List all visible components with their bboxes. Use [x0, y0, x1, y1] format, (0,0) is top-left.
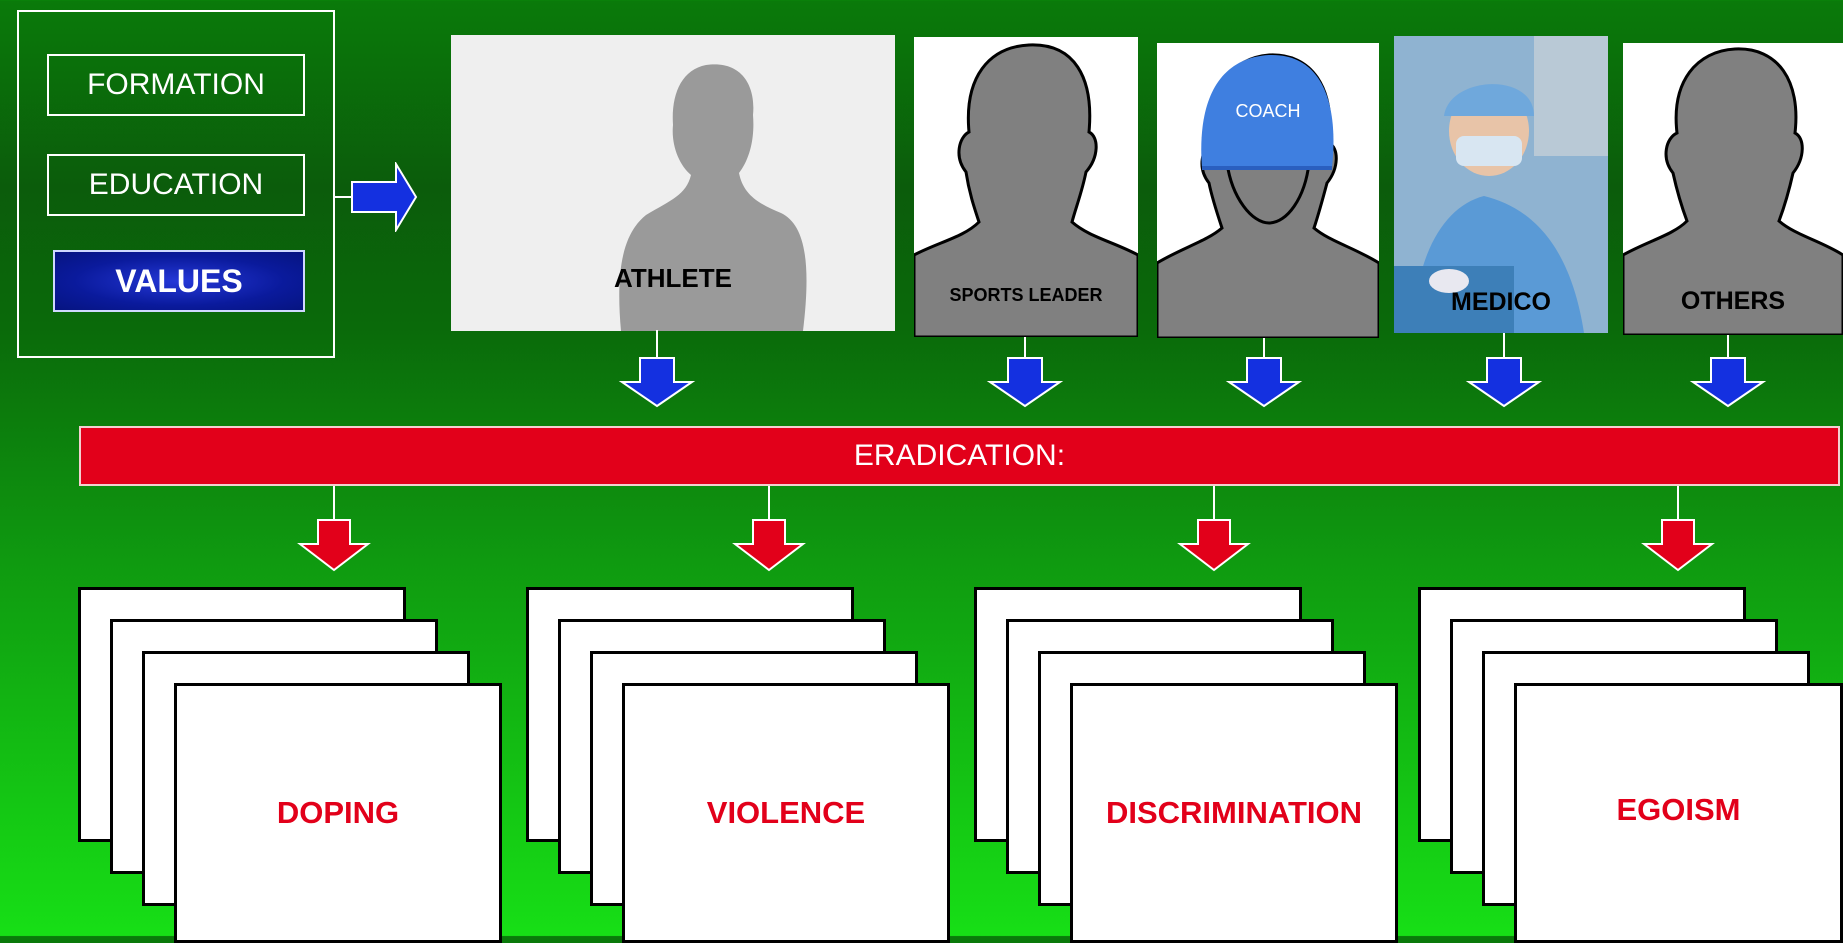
- panel-connector: [335, 196, 353, 198]
- education-box: EDUCATION: [47, 154, 305, 216]
- doping-card: DOPING: [174, 683, 502, 943]
- arrow-down-icon: [1641, 519, 1715, 572]
- arrow-down-icon: [732, 519, 806, 572]
- sports-leader-label: SPORTS LEADER: [949, 285, 1103, 305]
- athlete-label: ATHLETE: [614, 263, 732, 293]
- others-photo: OTHERS: [1623, 43, 1843, 335]
- formation-box: FORMATION: [47, 54, 305, 116]
- values-label: VALUES: [115, 262, 243, 299]
- arrow-down-icon: [986, 357, 1064, 408]
- arrow-down-icon: [1177, 519, 1251, 572]
- eradication-label: ERADICATION:: [853, 439, 1066, 472]
- violence-label: VIOLENCE: [706, 795, 866, 830]
- others-label: OTHERS: [1680, 287, 1786, 315]
- medico-label: MEDICO: [1451, 288, 1551, 316]
- sports-leader-photo: SPORTS LEADER: [914, 37, 1138, 337]
- medico-photo: MEDICO: [1394, 36, 1608, 333]
- arrow-down-icon: [1225, 357, 1303, 408]
- arrow-down-icon: [618, 357, 696, 408]
- values-box: VALUES: [53, 250, 305, 312]
- violence-card: VIOLENCE: [622, 683, 950, 943]
- athlete-photo: ATHLETE: [451, 35, 895, 331]
- concepts-panel: FORMATION EDUCATION VALUES: [17, 10, 335, 358]
- eradication-bar: ERADICATION:: [79, 426, 1840, 486]
- discrimination-card: DISCRIMINATION: [1070, 683, 1398, 943]
- coach-cap-label: COACH: [1235, 101, 1301, 121]
- arrow-down-icon: [1689, 357, 1767, 408]
- egoism-label: EGOISM: [1616, 792, 1741, 827]
- discrimination-label: DISCRIMINATION: [1105, 795, 1363, 830]
- down-arrows-blue: [618, 330, 1767, 408]
- egoism-card: EGOISM: [1514, 683, 1843, 943]
- right-arrow-icon: [351, 162, 418, 232]
- arrow-down-icon: [297, 519, 371, 572]
- down-arrows-red: [297, 486, 1715, 572]
- education-label: EDUCATION: [88, 168, 264, 201]
- arrow-down-icon: [1465, 357, 1543, 408]
- coach-photo: COACH: [1157, 43, 1379, 338]
- formation-label: FORMATION: [87, 68, 265, 101]
- doping-label: DOPING: [276, 795, 400, 830]
